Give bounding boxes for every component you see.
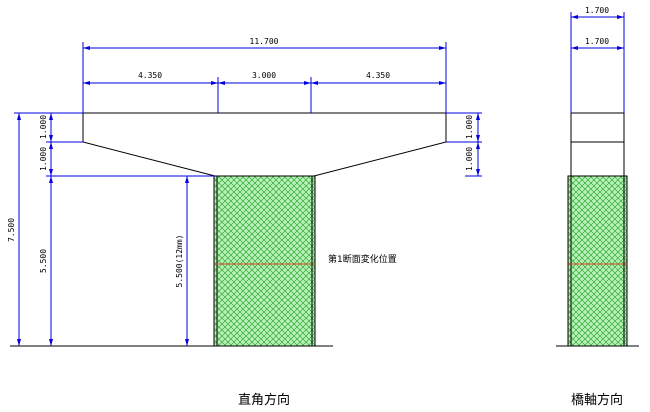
dim-side-width-bottom: 1.700 (585, 37, 609, 46)
front-pier-column (213, 175, 316, 347)
side-pier-cap (570, 112, 625, 177)
front-view: 第1断面変化位置 11.700 4.350 3.000 4.350 (7, 37, 482, 408)
dim-width-right: 4.350 (366, 71, 390, 80)
side-pier-column (567, 175, 628, 347)
dim-width-mid: 3.000 (252, 71, 276, 80)
front-width-dimensions: 11.700 4.350 3.000 4.350 (82, 37, 447, 113)
front-height-dimensions-right: 1.000 1.000 (446, 112, 482, 177)
dim-height-cap-top-left: 1.000 (39, 115, 48, 139)
section-change-label: 第1断面変化位置 (328, 253, 397, 265)
dim-height-pier: 5.500 (39, 249, 48, 273)
dim-side-width-top: 1.700 (585, 6, 609, 15)
front-pier-cap (82, 112, 447, 177)
dim-height-pier-detail: 5.500(12mm) (175, 235, 184, 288)
dim-width-total: 11.700 (250, 37, 279, 46)
side-view: 1.700 1.700 橋軸方向 (556, 6, 639, 408)
side-view-caption: 橋軸方向 (571, 392, 623, 408)
dim-height-cap-bottom-left: 1.000 (39, 147, 48, 171)
front-view-caption: 直角方向 (238, 392, 290, 408)
dim-height-cap-bottom: 1.000 (465, 147, 474, 171)
dim-height-total: 7.500 (7, 218, 16, 242)
dim-height-cap-top: 1.000 (465, 115, 474, 139)
front-height-dimensions-left: 7.500 1.000 1.000 5.500 5.500(12mm) (7, 112, 215, 346)
side-width-dimensions: 1.700 1.700 (570, 6, 625, 113)
dim-width-left: 4.350 (138, 71, 162, 80)
